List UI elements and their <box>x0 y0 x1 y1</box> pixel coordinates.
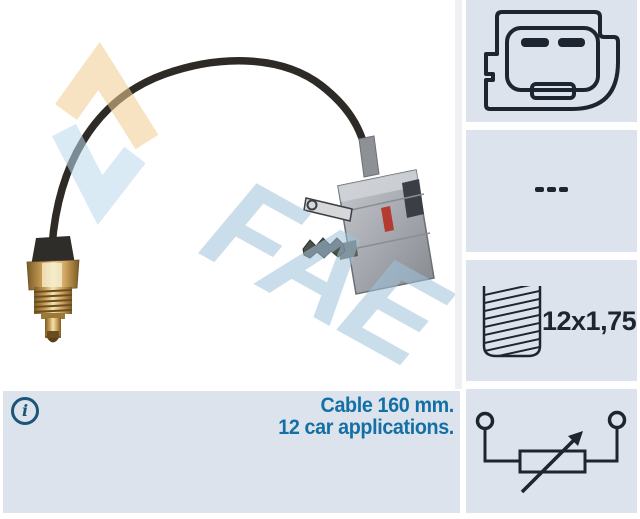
terminal-pin <box>303 197 353 222</box>
applications-text: 12 car applications. <box>278 416 454 439</box>
product-photo: FAE <box>26 0 462 389</box>
info-text: Cable 160 mm. 12 car applications. <box>278 395 454 439</box>
sensor-probe <box>26 236 80 343</box>
dashes-icon <box>466 187 637 192</box>
photo-right-edge <box>455 0 462 389</box>
spec-panel-thread: 12x1,75 <box>466 260 637 381</box>
thread-size-label: 12x1,75 <box>542 306 637 336</box>
spec-panel-contacts <box>466 130 637 252</box>
connector-face-icon <box>484 10 620 111</box>
barbed-plug <box>302 237 358 260</box>
spec-panel-connector <box>466 0 637 122</box>
info-band: i Cable 160 mm. 12 car applications. <box>3 391 460 513</box>
info-icon: i <box>11 397 39 425</box>
cable-length-text: Cable 160 mm. <box>320 394 455 417</box>
spec-panel-resistance <box>466 389 637 513</box>
sensor-photo-illustration <box>26 57 435 343</box>
sensor-cable <box>48 57 370 250</box>
thread-icon <box>482 286 542 358</box>
variable-resistor-icon <box>475 410 627 494</box>
connector-plug <box>302 135 435 295</box>
